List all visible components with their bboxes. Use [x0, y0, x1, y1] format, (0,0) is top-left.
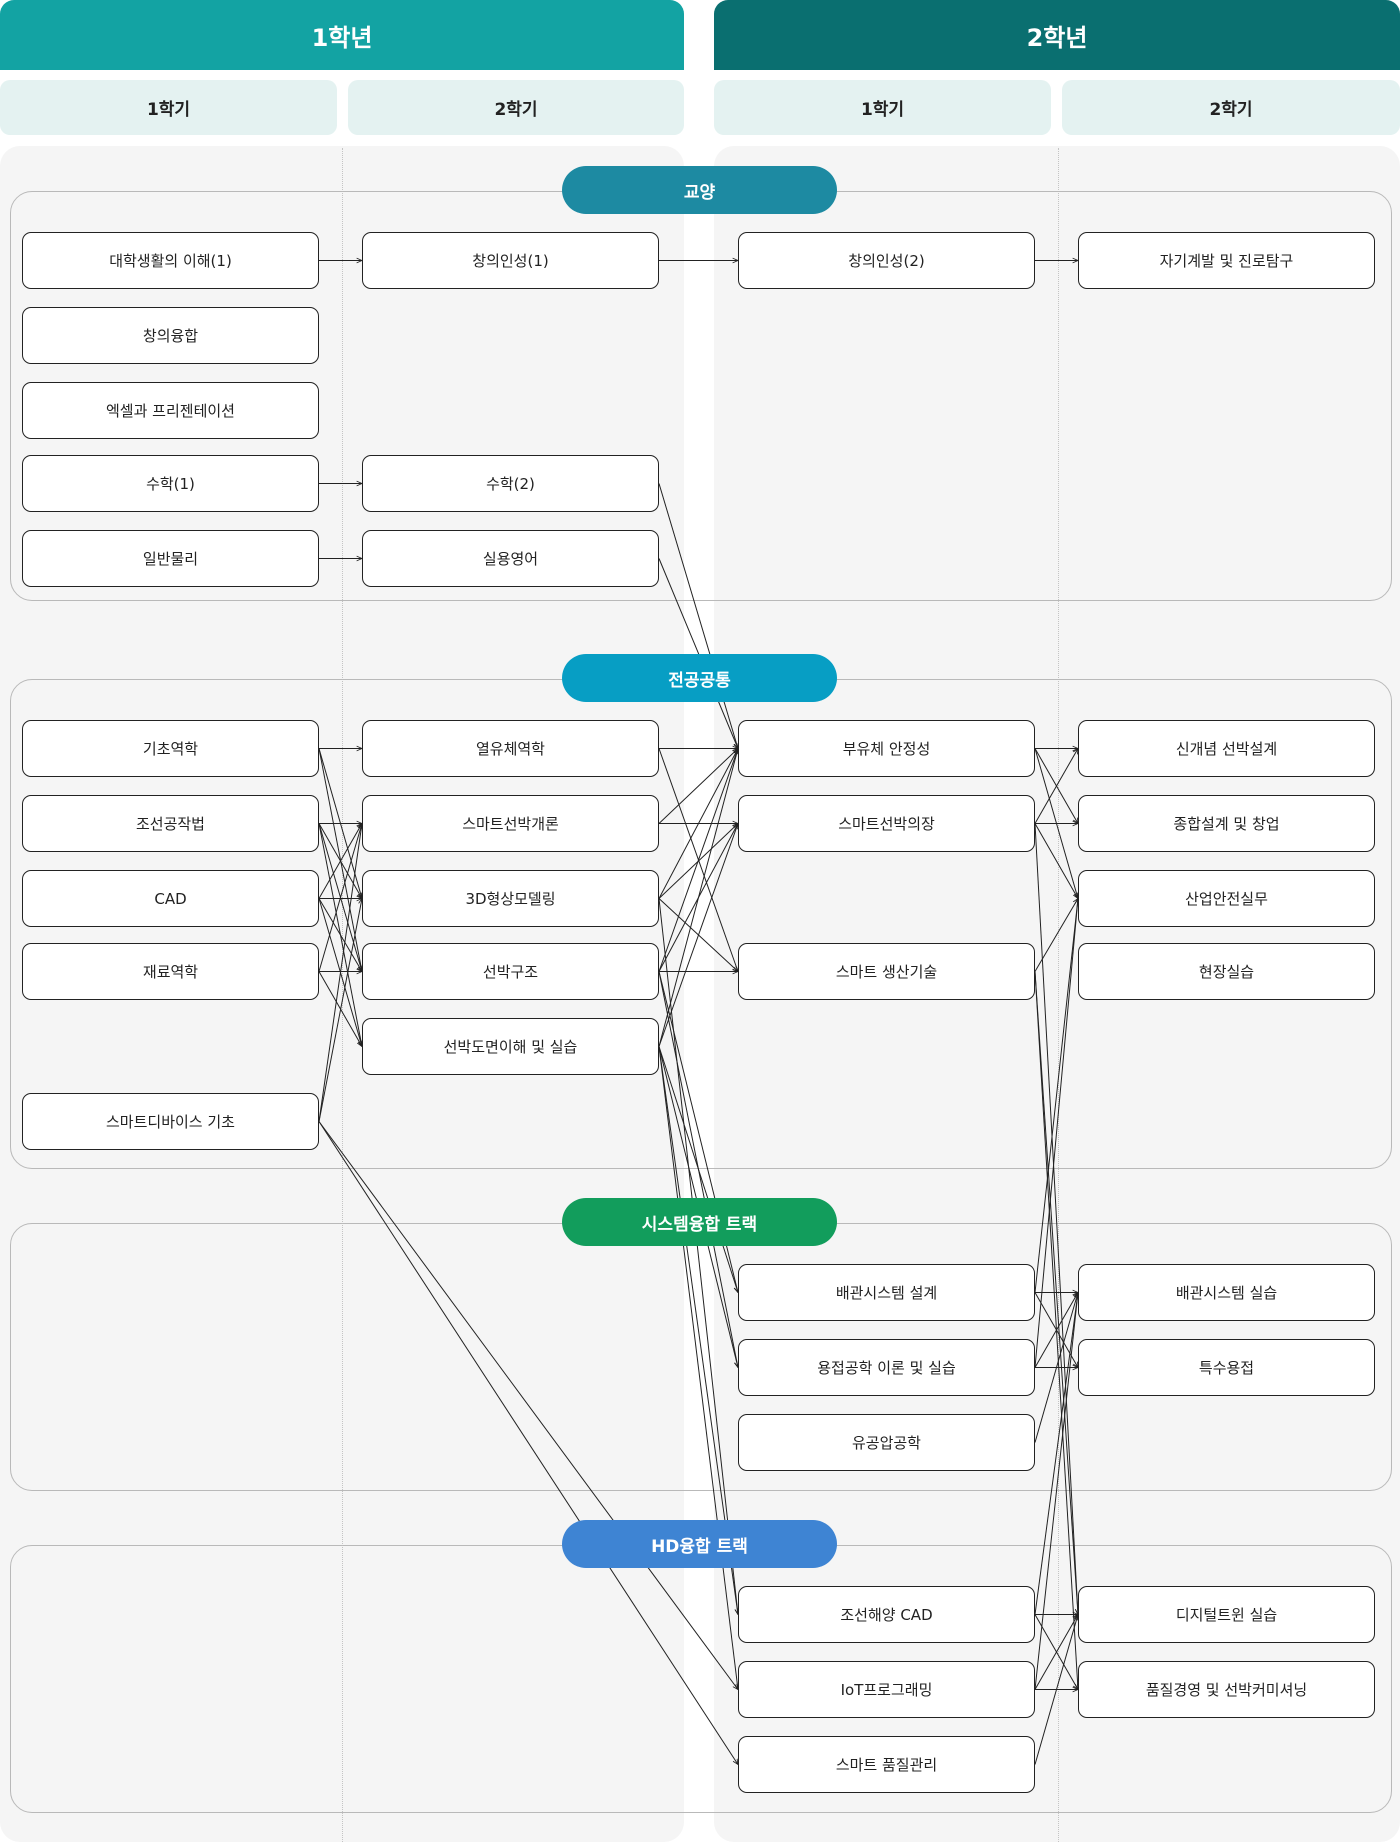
course-c5[interactable]: 일반물리: [22, 530, 319, 587]
section-pill-liberal-arts: 교양: [562, 166, 837, 214]
course-c10[interactable]: 자기계발 및 진로탐구: [1078, 232, 1375, 289]
semester-header-2: 2학기: [348, 80, 684, 135]
year-header-1: 1학년: [0, 0, 684, 70]
semester-header-1: 1학기: [0, 80, 337, 135]
course-c7[interactable]: 수학(2): [362, 455, 659, 512]
course-s3[interactable]: 유공압공학: [738, 1414, 1035, 1471]
course-m13[interactable]: 스마트 생산기술: [738, 943, 1035, 1000]
semester-header-3: 1학기: [714, 80, 1051, 135]
section-pill-hd-convergence-track: HD융합 트랙: [562, 1520, 837, 1568]
course-m3[interactable]: CAD: [22, 870, 319, 927]
course-c1[interactable]: 대학생활의 이해(1): [22, 232, 319, 289]
course-m9[interactable]: 선박구조: [362, 943, 659, 1000]
course-h2[interactable]: IoT프로그래밍: [738, 1661, 1035, 1718]
course-m8[interactable]: 3D형상모델링: [362, 870, 659, 927]
course-c9[interactable]: 창의인성(2): [738, 232, 1035, 289]
course-h4[interactable]: 디지털트윈 실습: [1078, 1586, 1375, 1643]
course-m12[interactable]: 스마트선박의장: [738, 795, 1035, 852]
semester-header-4: 2학기: [1062, 80, 1400, 135]
section-pill-major-common: 전공공통: [562, 654, 837, 702]
course-c3[interactable]: 엑셀과 프리젠테이션: [22, 382, 319, 439]
course-m11[interactable]: 부유체 안정성: [738, 720, 1035, 777]
course-m10[interactable]: 선박도면이해 및 실습: [362, 1018, 659, 1075]
course-m7[interactable]: 스마트선박개론: [362, 795, 659, 852]
course-s1[interactable]: 배관시스템 설계: [738, 1264, 1035, 1321]
course-s4[interactable]: 배관시스템 실습: [1078, 1264, 1375, 1321]
course-c4[interactable]: 수학(1): [22, 455, 319, 512]
course-h3[interactable]: 스마트 품질관리: [738, 1736, 1035, 1793]
course-m4[interactable]: 재료역학: [22, 943, 319, 1000]
course-m16[interactable]: 산업안전실무: [1078, 870, 1375, 927]
course-s5[interactable]: 특수용접: [1078, 1339, 1375, 1396]
course-h5[interactable]: 품질경영 및 선박커미셔닝: [1078, 1661, 1375, 1718]
course-m1[interactable]: 기초역학: [22, 720, 319, 777]
course-m14[interactable]: 신개념 선박설계: [1078, 720, 1375, 777]
course-c8[interactable]: 실용영어: [362, 530, 659, 587]
course-h1[interactable]: 조선해양 CAD: [738, 1586, 1035, 1643]
section-pill-system-convergence-track: 시스템융합 트랙: [562, 1198, 837, 1246]
course-m6[interactable]: 열유체역학: [362, 720, 659, 777]
course-s2[interactable]: 용접공학 이론 및 실습: [738, 1339, 1035, 1396]
course-c6[interactable]: 창의인성(1): [362, 232, 659, 289]
course-c2[interactable]: 창의융합: [22, 307, 319, 364]
year-header-2: 2학년: [714, 0, 1400, 70]
course-m17[interactable]: 현장실습: [1078, 943, 1375, 1000]
course-m2[interactable]: 조선공작법: [22, 795, 319, 852]
course-m15[interactable]: 종합설계 및 창업: [1078, 795, 1375, 852]
course-m5[interactable]: 스마트디바이스 기초: [22, 1093, 319, 1150]
